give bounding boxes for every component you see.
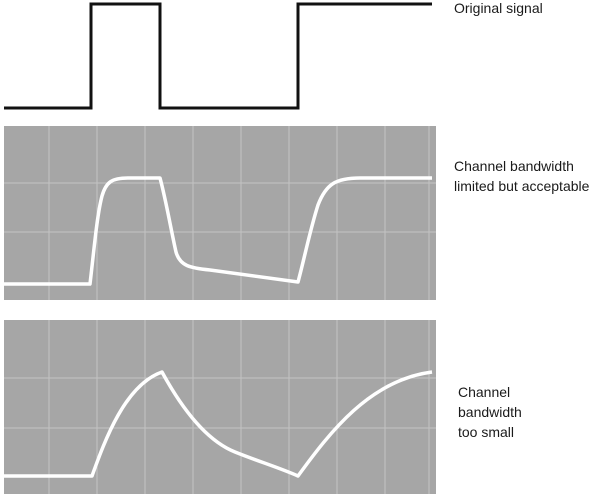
too-small-bandwidth-label-line-1: Channel [458, 384, 511, 400]
limited-bandwidth-label: Channel bandwidth limited but acceptable [454, 156, 589, 196]
limited-bandwidth-label-line-2: limited but acceptable [454, 178, 590, 194]
panel-too-small-bandwidth [4, 320, 436, 494]
limited-bandwidth-output-wave [4, 176, 432, 286]
panel-limited-background [4, 126, 436, 300]
limited-bandwidth-label-line-1: Channel bandwidth [454, 158, 574, 174]
too-small-bandwidth-output-wave [4, 370, 433, 478]
too-small-bandwidth-label: Channel bandwidth too small [458, 382, 522, 442]
original-signal-label: Original signal [454, 0, 543, 18]
panel-too-small-grid [4, 320, 436, 494]
original-signal-label-text: Original signal [454, 0, 543, 16]
too-small-bandwidth-label-line-3: too small [458, 424, 515, 440]
original-signal-wave [4, 2, 432, 110]
panel-limited-bandwidth [4, 126, 436, 300]
too-small-bandwidth-label-line-2: bandwidth [458, 404, 522, 420]
panel-too-small-background [4, 320, 436, 494]
